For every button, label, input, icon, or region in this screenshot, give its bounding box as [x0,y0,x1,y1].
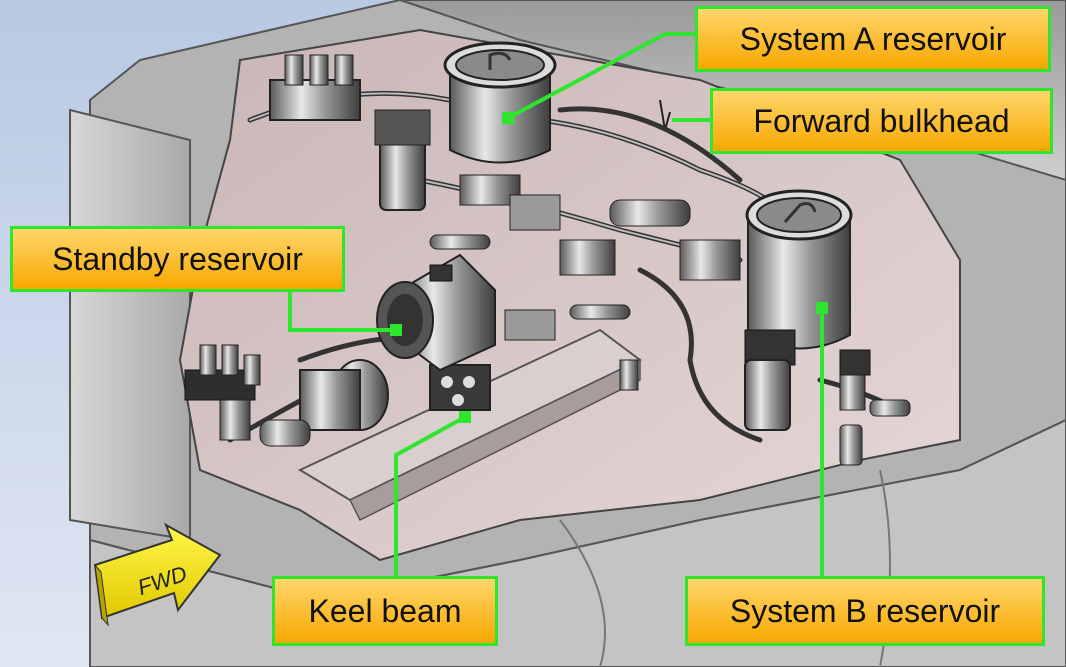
forward-bulkhead-label: Forward bulkhead [710,88,1053,154]
left-wall [69,108,191,542]
electric-motor-pump [259,359,389,447]
valve-manifold-upper [269,54,361,121]
system-a-reservoir-label: System A reservoir [695,6,1051,72]
system-b-reservoir-label: System B reservoir [685,576,1045,646]
forward-arrow-icon: FWD [93,522,222,627]
leader-lines [288,32,824,576]
system-b-reservoir [745,189,853,350]
central-valves [429,174,741,341]
system-a-reservoir [443,41,557,164]
standby-reservoir-label: Standby reservoir [10,226,345,292]
leader-endpoints [390,112,828,423]
valve-manifold-lower [184,344,261,441]
standby-reservoir [376,253,496,411]
filter-module-b [744,329,796,431]
filter-module-upper [374,109,431,211]
small-components-right [619,349,911,466]
keel-beam-label: Keel beam [272,576,498,646]
